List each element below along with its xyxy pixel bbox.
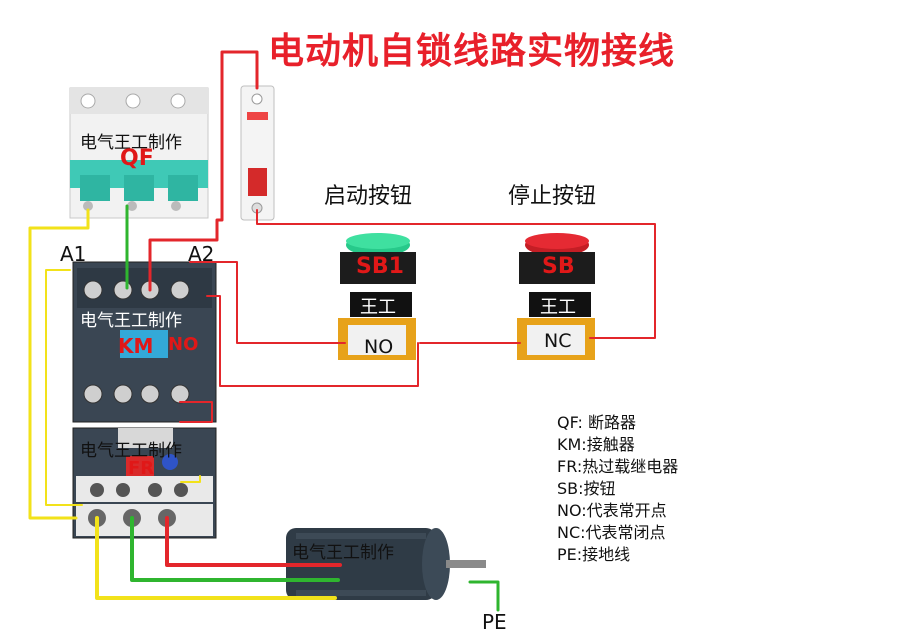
wire-red-relay <box>179 401 213 423</box>
stop-button-title: 停止按钮 <box>508 184 597 209</box>
legend-item: NC:代表常闭点 <box>557 523 666 542</box>
wire-red-stop-line <box>256 209 656 339</box>
fr-label: FR <box>128 458 155 479</box>
sb-plate: 王工 <box>540 297 576 318</box>
wire-green-motor <box>130 516 340 582</box>
wire-red-motor <box>165 516 342 567</box>
legend-item: QF: 断路器 <box>557 413 637 432</box>
wire-yellow-fr <box>45 269 83 506</box>
sb-contact-label: NC <box>544 330 572 352</box>
breaker-qf <box>69 87 209 219</box>
km-no-label: NO <box>168 334 199 355</box>
qf-label: QF <box>120 146 154 171</box>
a2-label: A2 <box>188 242 215 266</box>
breaker-watermark: 电气王工制作 <box>80 133 182 153</box>
wire-red-supply <box>148 50 259 292</box>
wire-red-a2 <box>189 261 346 344</box>
contactor-watermark: 电气王工制作 <box>80 311 182 331</box>
wire-yellow-nc <box>180 475 201 483</box>
stop-button-sb <box>517 233 595 360</box>
legend: QF: 断路器 KM:接触器 FR:热过载继电器 SB:按钮 NO:代表常开点 … <box>557 412 678 566</box>
sb1-contact-label: NO <box>364 336 394 358</box>
motor-watermark: 电气王工制作 <box>292 543 394 563</box>
page-title: 电动机自锁线路实物接线 <box>268 31 676 72</box>
wire-green-pe <box>468 580 500 612</box>
legend-item: KM:接触器 <box>557 435 635 454</box>
wires <box>28 50 656 612</box>
legend-item: NO:代表常开点 <box>557 501 667 520</box>
legend-item: SB:按钮 <box>557 479 616 498</box>
relay-watermark: 电气王工制作 <box>80 441 182 461</box>
wire-yellow-motor <box>95 516 337 600</box>
control-breaker <box>240 85 275 221</box>
wire-red-km-no <box>206 295 419 387</box>
legend-item: PE:接地线 <box>557 545 631 564</box>
sb1-label: SB1 <box>356 254 404 279</box>
start-button-sb1 <box>338 233 416 360</box>
legend-item: FR:热过载继电器 <box>557 457 679 476</box>
wire-yellow-a1 <box>28 208 90 520</box>
km-label: KM <box>118 334 154 358</box>
a1-label: A1 <box>60 242 87 266</box>
contactor-km <box>72 261 217 423</box>
sb-label: SB <box>542 254 575 279</box>
start-button-title: 启动按钮 <box>324 184 413 209</box>
sb1-plate: 王工 <box>360 297 396 318</box>
pe-label: PE <box>482 610 507 634</box>
